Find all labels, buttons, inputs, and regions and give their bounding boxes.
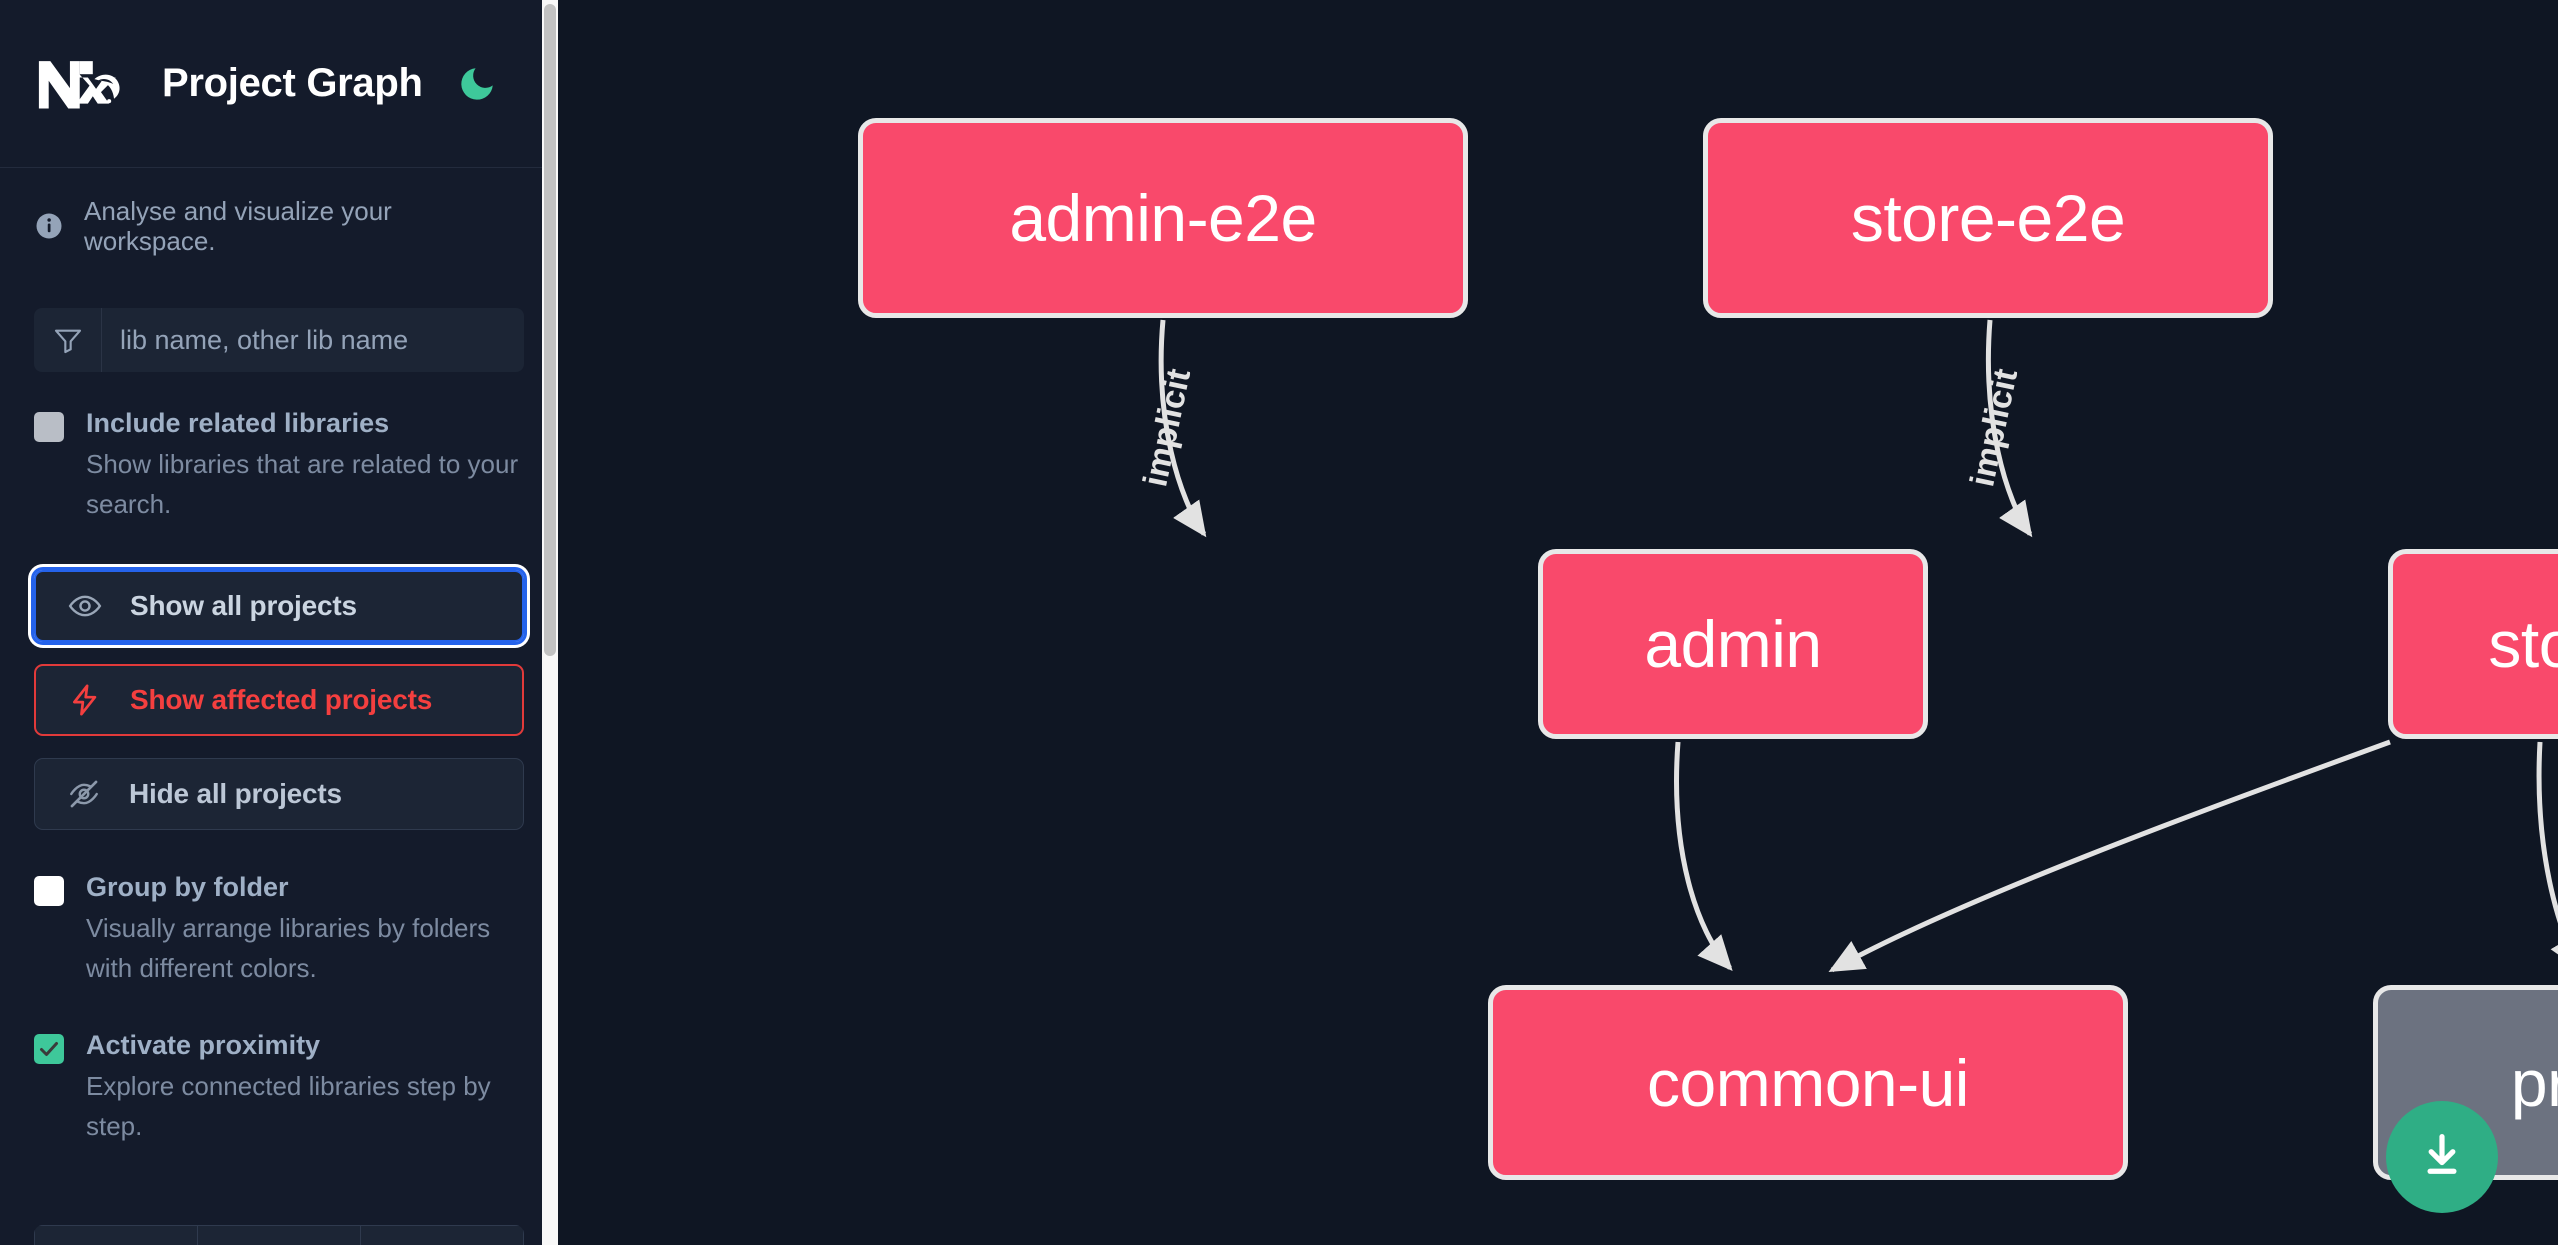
proximity-step-decrease[interactable] [34, 1225, 198, 1245]
activate-proximity-description: Explore connected libraries step by step… [86, 1071, 491, 1141]
graph-node-admin[interactable]: admin [1538, 549, 1928, 739]
info-icon [34, 211, 64, 241]
hide-all-projects-label: Hide all projects [129, 778, 342, 809]
sidebar-scrollbar-thumb[interactable] [544, 4, 556, 656]
graph-node-label: common-ui [1647, 1045, 1969, 1120]
graph-node-store-e2e[interactable]: store-e2e [1703, 118, 2273, 318]
eye-icon [66, 587, 104, 625]
edge-store-to-common-ui [1828, 739, 2391, 973]
option-include-related-libraries[interactable]: Include related libraries Show libraries… [0, 372, 558, 524]
filter-funnel-icon [34, 308, 102, 372]
search-input[interactable] [102, 308, 524, 372]
hide-all-projects-button[interactable]: Hide all projects [34, 758, 524, 830]
option-group-by-folder[interactable]: Group by folder Visually arrange librari… [0, 830, 558, 988]
graph-node-label: admin-e2e [1009, 181, 1317, 255]
edge-label-implicit-admin: implicit [1136, 366, 1198, 490]
nx-logo-icon [34, 54, 132, 114]
activate-proximity-label: Activate proximity [86, 1030, 321, 1060]
graph-node-label: admin [1644, 607, 1822, 681]
info-banner: Analyse and visualize your workspace. [0, 168, 558, 256]
graph-node-store[interactable]: store [2388, 549, 2558, 739]
sidebar-header: Project Graph [0, 0, 558, 168]
edge-admin-to-common-ui [1674, 741, 1733, 971]
include-related-libraries-label: Include related libraries [86, 408, 390, 438]
download-icon [2416, 1129, 2468, 1186]
proximity-step-increase[interactable] [361, 1225, 524, 1245]
show-all-projects-button[interactable]: Show all projects [31, 567, 527, 645]
group-by-folder-description: Visually arrange libraries by folders wi… [86, 913, 491, 983]
show-all-projects-label: Show all projects [130, 590, 357, 621]
graph-node-common-ui[interactable]: common-ui [1488, 985, 2128, 1180]
sidebar-scrollbar[interactable] [542, 0, 558, 1245]
graph-node-admin-e2e[interactable]: admin-e2e [858, 118, 1468, 318]
group-by-folder-label: Group by folder [86, 872, 289, 902]
page-title: Project Graph [162, 61, 423, 105]
show-affected-projects-button[interactable]: Show affected projects [34, 664, 524, 736]
search-field[interactable] [34, 308, 524, 372]
edge-store-to-products [2536, 741, 2558, 972]
include-related-libraries-description: Show libraries that are related to your … [86, 449, 519, 519]
edge-label-implicit-store: implicit [1963, 366, 2025, 490]
graph-edges: implicit implicit [1136, 319, 2558, 973]
project-visibility-buttons: Show all projects Show affected projects [0, 524, 558, 830]
include-related-libraries-checkbox[interactable] [34, 412, 64, 442]
edge-store-e2e-to-store [1985, 319, 2033, 538]
proximity-step-controls[interactable] [34, 1225, 524, 1245]
graph-node-label: products [2510, 1045, 2558, 1120]
show-affected-projects-label: Show affected projects [130, 684, 433, 715]
edge-admin-e2e-to-admin [1158, 319, 1207, 538]
moon-icon[interactable] [451, 58, 503, 110]
graph-canvas[interactable]: implicit implicit admin-e2e store-e2e ad… [558, 0, 2558, 1245]
activate-proximity-checkbox[interactable] [34, 1034, 64, 1064]
info-text: Analyse and visualize your workspace. [84, 196, 392, 256]
graph-node-label: store-e2e [1850, 181, 2126, 255]
download-graph-button[interactable] [2386, 1101, 2498, 1213]
group-by-folder-checkbox[interactable] [34, 876, 64, 906]
lightning-bolt-icon [66, 681, 104, 719]
option-activate-proximity[interactable]: Activate proximity Explore connected lib… [0, 988, 558, 1146]
proximity-step-value [198, 1225, 361, 1245]
eye-off-icon [65, 775, 103, 813]
graph-node-label: store [2488, 607, 2558, 681]
sidebar: Project Graph Analyse and visualize your… [0, 0, 558, 1245]
